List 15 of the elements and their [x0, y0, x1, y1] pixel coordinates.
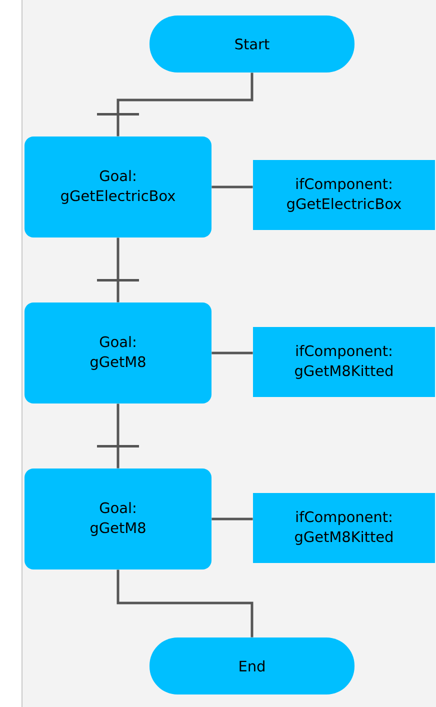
connector [116, 238, 120, 302]
condition-box: ifComponent: gGetM8Kitted [253, 327, 435, 397]
connector [212, 518, 253, 520]
condition-box: ifComponent: gGetElectricBox [253, 160, 435, 230]
terminal-node: Start [150, 16, 354, 72]
terminal-node: End [150, 638, 354, 694]
connector [116, 72, 254, 136]
connector [212, 352, 253, 354]
connector [212, 186, 253, 188]
goal-box: Goal: gGetM8 [24, 468, 212, 570]
goal-box: Goal: gGetElectricBox [24, 136, 212, 238]
condition-box: ifComponent: gGetM8Kitted [253, 493, 435, 563]
goal-box: Goal: gGetM8 [24, 302, 212, 404]
connector [116, 404, 120, 468]
connector [116, 570, 254, 638]
